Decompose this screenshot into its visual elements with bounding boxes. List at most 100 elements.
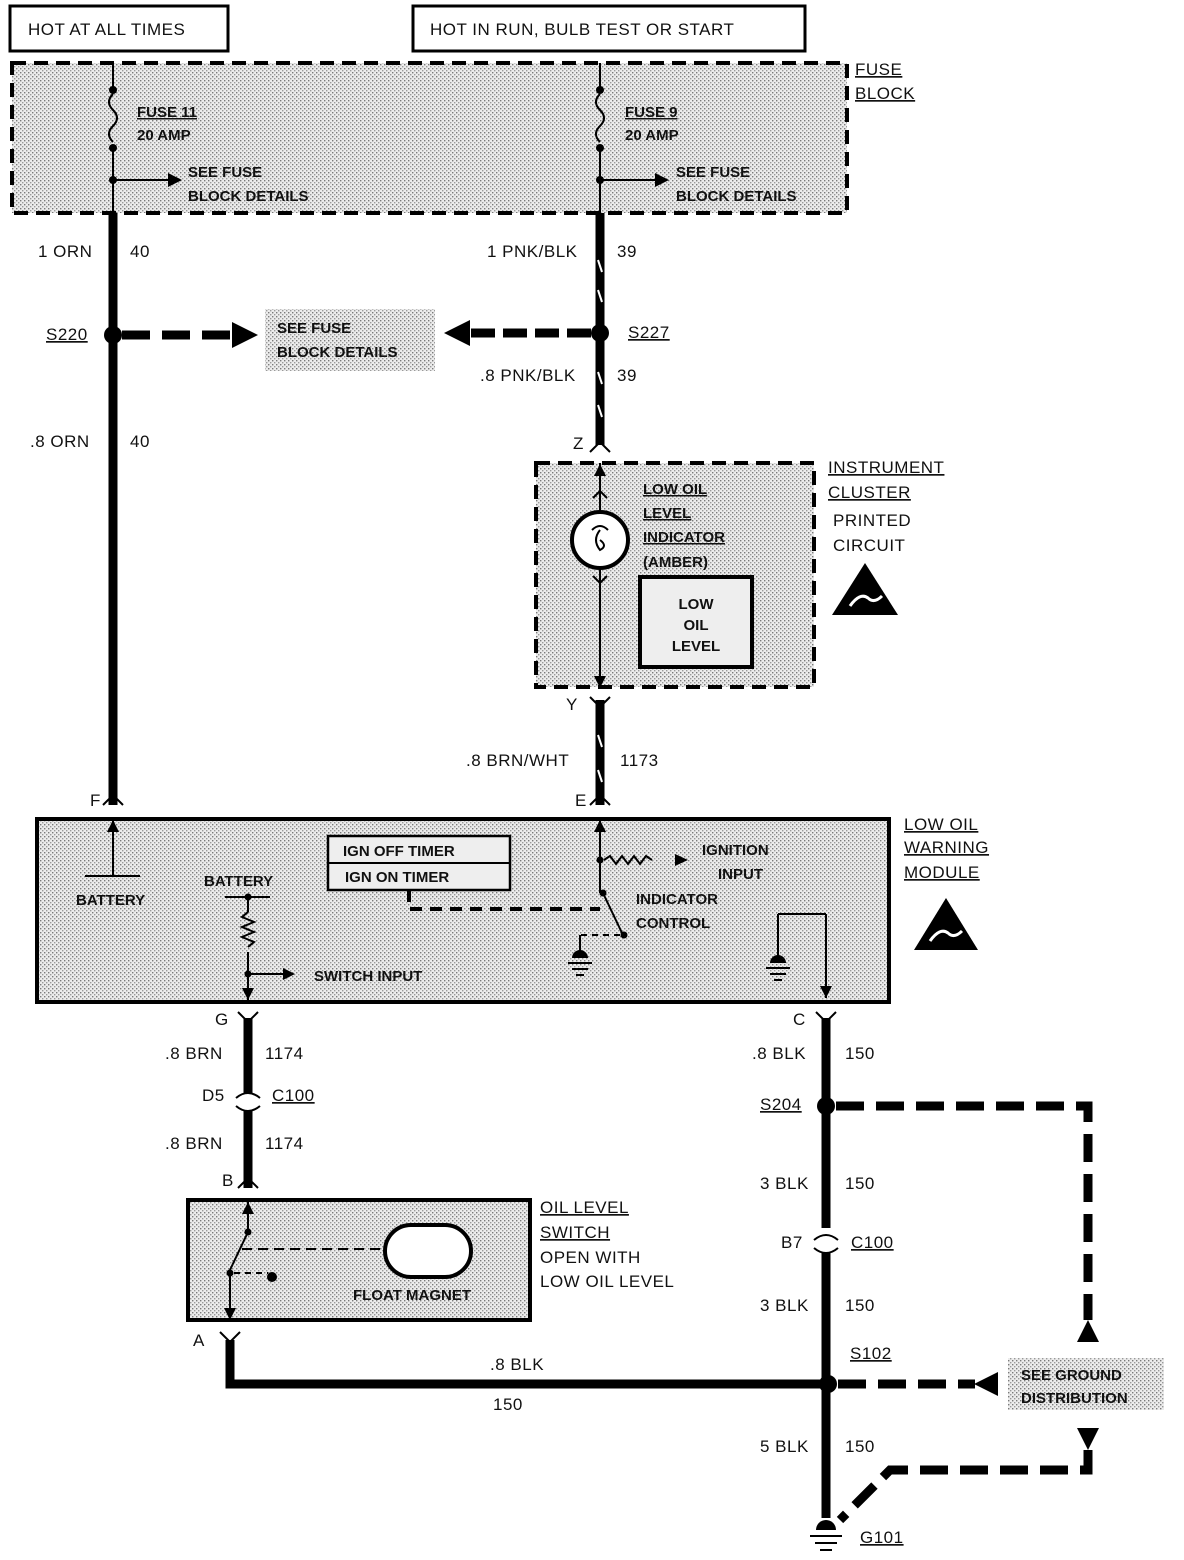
connector-a: A [193, 1331, 205, 1350]
connector-b7: B7 [781, 1233, 803, 1252]
indicator-label-2: LEVEL [643, 505, 691, 522]
ground-icon-module-2 [766, 955, 790, 981]
ground-g101-icon [810, 1520, 842, 1551]
esd-warning-icon [832, 563, 898, 615]
wire-12-gauge: 5 BLK [760, 1437, 809, 1456]
fuse-block-label-1: FUSE [855, 60, 902, 79]
cluster-label-3: PRINTED [833, 511, 911, 530]
connector-z: Z [573, 434, 584, 453]
ignition-input-2: INPUT [718, 866, 763, 883]
pull-up-resistor-icon [239, 911, 257, 948]
splice-s227 [591, 324, 609, 342]
connector-g: G [215, 1010, 229, 1029]
splice-s220 [104, 326, 122, 344]
splice-s204 [817, 1097, 835, 1115]
switch-input-label: SWITCH INPUT [314, 968, 422, 985]
s220-arrow [232, 322, 258, 348]
switch-label-1: OIL LEVEL [540, 1198, 629, 1217]
wire-11-gauge: .8 BLK [490, 1355, 544, 1374]
c100-connector-lower [813, 1234, 839, 1241]
module-label-2: WARNING [904, 838, 989, 857]
connector-b: B [222, 1171, 234, 1190]
fuse-11-rating: 20 AMP [137, 127, 191, 144]
wire-8-gauge: .8 BLK [752, 1044, 806, 1063]
display-line-1: LOW [679, 596, 715, 613]
wire-10-circuit: 150 [845, 1296, 875, 1315]
display-line-2: OIL [684, 617, 709, 634]
low-oil-level-display [638, 575, 754, 669]
ground-icon-module-1 [568, 950, 592, 976]
connector-y: Y [566, 695, 578, 714]
fuse-9-see-details-2: BLOCK DETAILS [676, 188, 797, 205]
wire-1-gauge: 1 ORN [38, 242, 92, 261]
see-fuse-details-1: SEE FUSE [277, 320, 351, 337]
wire-8-circuit: 150 [845, 1044, 875, 1063]
switch-label-2: SWITCH [540, 1223, 610, 1242]
connector-c100-b: C100 [851, 1233, 894, 1252]
indicator-label-4: (AMBER) [643, 554, 708, 571]
fuse-9-name: FUSE 9 [625, 104, 678, 121]
cluster-label-4: CIRCUIT [833, 536, 905, 555]
wire-5-gauge: .8 BRN/WHT [466, 751, 569, 770]
wire-1-circuit: 40 [130, 242, 150, 261]
wire-6-gauge: .8 BRN [165, 1044, 223, 1063]
splice-s102 [819, 1375, 837, 1393]
splice-s204-label: S204 [760, 1095, 802, 1114]
instrument-cluster: LOW OIL LEVEL INDICATOR (AMBER) LOW OIL … [534, 461, 816, 689]
hot-at-all-times-label: HOT AT ALL TIMES [28, 20, 185, 39]
wire-6-circuit: 1174 [265, 1044, 304, 1063]
hot-at-all-times-box: HOT AT ALL TIMES [8, 4, 230, 53]
wire-9-circuit: 150 [845, 1174, 875, 1193]
g101-dash-link [836, 1450, 1093, 1524]
connector-c: C [793, 1010, 806, 1029]
esd-warning-icon-module [914, 898, 978, 950]
connector-f: F [90, 791, 101, 810]
see-fuse-details-2: BLOCK DETAILS [277, 344, 398, 361]
wire-2-circuit: 39 [617, 242, 637, 261]
wire-3-gauge: .8 PNK/BLK [480, 366, 576, 385]
c100-connector-upper [235, 1092, 261, 1099]
indicator-label-1: LOW OIL [643, 481, 707, 498]
wire-7-gauge: .8 BRN [165, 1134, 223, 1153]
fuse-11-symbol [108, 93, 118, 143]
battery-mid-label: BATTERY [204, 873, 273, 890]
fuse-block: FUSE BLOCK FUSE 11 20 AMP SEE FUSE BLOCK… [10, 60, 915, 215]
wire-3-circuit: 39 [617, 366, 637, 385]
fuse-9-symbol [595, 93, 605, 143]
ground-g101-label: G101 [860, 1528, 904, 1547]
switch-label-3: OPEN WITH [540, 1248, 641, 1267]
float-magnet-icon [383, 1223, 473, 1279]
wire-9-gauge: 3 BLK [760, 1174, 809, 1193]
wire-4-gauge: .8 ORN [30, 432, 90, 451]
hot-in-run-label: HOT IN RUN, BULB TEST OR START [430, 20, 734, 39]
cluster-label-1: INSTRUMENT [828, 458, 944, 477]
wire-7-circuit: 1174 [265, 1134, 304, 1153]
wire-11-circuit: 150 [493, 1395, 523, 1414]
oil-level-switch: FLOAT MAGNET [186, 1198, 532, 1322]
module-label-1: LOW OIL [904, 815, 978, 834]
s204-dash-link [836, 1101, 1093, 1320]
ign-on-timer: IGN ON TIMER [345, 869, 449, 886]
wire-5-circuit: 1173 [620, 751, 659, 770]
fuse-11-see-details-2: BLOCK DETAILS [188, 188, 309, 205]
module-label-3: MODULE [904, 863, 980, 882]
s227-arrow [444, 320, 470, 346]
indicator-control-2: CONTROL [636, 915, 710, 932]
display-line-3: LEVEL [672, 638, 720, 655]
battery-left-label: BATTERY [76, 892, 145, 909]
connector-c100-a: C100 [272, 1086, 315, 1105]
fuse-9-see-details-1: SEE FUSE [676, 164, 750, 181]
wire-2-gauge: 1 PNK/BLK [487, 242, 578, 261]
cluster-label-2: CLUSTER [828, 483, 911, 502]
ignition-input-1: IGNITION [702, 842, 769, 859]
see-ground-1: SEE GROUND [1021, 1367, 1122, 1384]
fuse-9-rating: 20 AMP [625, 127, 679, 144]
splice-s102-label: S102 [850, 1344, 892, 1363]
connector-d5: D5 [202, 1086, 225, 1105]
switch-label-4: LOW OIL LEVEL [540, 1272, 674, 1291]
wire-4-circuit: 40 [130, 432, 150, 451]
low-oil-warning-module: BATTERY BATTERY SWITCH INPUT IGN OFF TIM… [35, 817, 891, 1004]
ign-off-timer: IGN OFF TIMER [343, 843, 455, 860]
float-magnet-label: FLOAT MAGNET [353, 1287, 471, 1304]
